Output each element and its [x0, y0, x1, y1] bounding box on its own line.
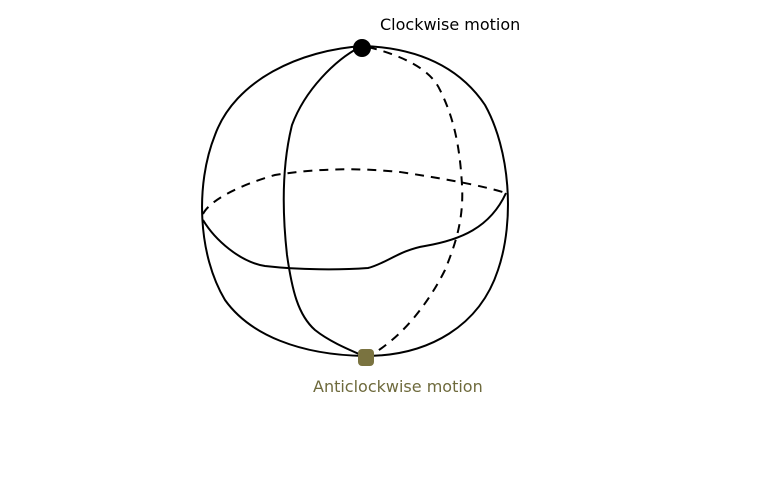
top-label: Clockwise motion — [380, 15, 521, 34]
meridian-back — [365, 46, 464, 358]
bottom-point-marker — [358, 349, 374, 366]
equator-front — [202, 192, 507, 271]
top-point-marker — [353, 39, 371, 57]
meridian-front — [282, 46, 367, 358]
equator-back — [202, 168, 507, 215]
bottom-label: Anticlockwise motion — [313, 377, 483, 396]
